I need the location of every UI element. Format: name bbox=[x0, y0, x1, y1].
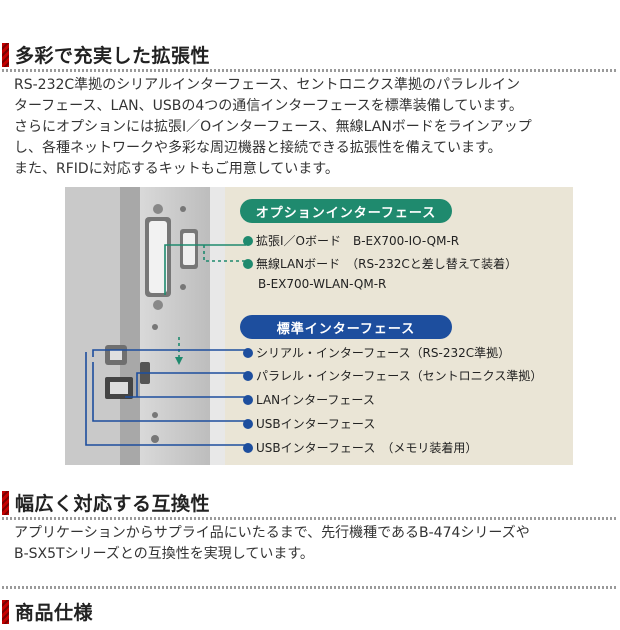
standard-item-lan: LANインターフェース bbox=[243, 391, 375, 408]
section-title: 幅広く対応する互換性 bbox=[15, 493, 211, 515]
section-heading-specs: 商品仕様 bbox=[2, 598, 93, 625]
standard-item-usb: USBインターフェース bbox=[243, 415, 375, 432]
standard-item-parallel: パラレル・インターフェース（セントロニクス準拠） bbox=[243, 367, 542, 384]
blue-bullet-icon bbox=[243, 418, 253, 429]
option-item-wlan-model: B-EX700-WLAN-QM-R bbox=[258, 277, 387, 291]
green-bullet-icon bbox=[243, 258, 253, 269]
section-title: 多彩で充実した拡張性 bbox=[15, 45, 211, 67]
heading-marker-icon bbox=[2, 599, 9, 624]
section-body-extensibility: RS-232C準拠のシリアルインターフェース、セントロニクス準拠のパラレルイン … bbox=[14, 75, 614, 180]
section-title: 商品仕様 bbox=[15, 602, 94, 624]
body-line: B-SX5Tシリーズとの互換性を実現しています。 bbox=[14, 546, 314, 562]
standard-item-label: USBインターフェース （メモリ装着用） bbox=[256, 441, 478, 455]
standard-item-serial: シリアル・インターフェース（RS-232C準拠） bbox=[243, 344, 510, 361]
body-line: し、各種ネットワークや多彩な周辺機器と接続できる拡張性を備えています。 bbox=[14, 140, 502, 156]
body-line: RS-232C準拠のシリアルインターフェース、セントロニクス準拠のパラレルイン bbox=[14, 77, 521, 93]
heading-marker-icon bbox=[2, 42, 9, 67]
standard-item-label: LANインターフェース bbox=[256, 393, 375, 407]
blue-bullet-icon bbox=[243, 442, 253, 453]
heading-marker-icon bbox=[2, 490, 9, 515]
body-line: ターフェース、LAN、USBの4つの通信インターフェースを標準装備しています。 bbox=[14, 98, 523, 114]
blue-bullet-icon bbox=[243, 370, 253, 381]
blue-bullet-icon bbox=[243, 394, 253, 405]
body-line: アプリケーションからサプライ品にいたるまで、先行機種であるB-474シリーズや bbox=[14, 525, 530, 541]
section-divider bbox=[2, 586, 616, 589]
standard-item-label: シリアル・インターフェース（RS-232C準拠） bbox=[256, 346, 511, 360]
option-interface-heading: オプションインターフェース bbox=[240, 199, 452, 223]
section-heading-extensibility: 多彩で充実した拡張性 bbox=[2, 41, 210, 68]
section-heading-compatibility: 幅広く対応する互換性 bbox=[2, 489, 210, 516]
blue-bullet-icon bbox=[243, 347, 253, 358]
option-item-label: 無線LANボード （RS-232Cと差し替えて装着） bbox=[256, 257, 518, 271]
standard-item-usb-memory: USBインターフェース （メモリ装着用） bbox=[243, 439, 477, 456]
section-divider bbox=[2, 69, 616, 72]
body-line: また、RFIDに対応するキットもご用意しています。 bbox=[14, 161, 339, 177]
interface-diagram: オプションインターフェース 拡張I／Oボード B-EX700-IO-QM-R 無… bbox=[65, 187, 573, 465]
printer-rear-panel-illustration bbox=[65, 187, 246, 465]
standard-item-label: USBインターフェース bbox=[256, 417, 376, 431]
option-item-io-board: 拡張I／Oボード B-EX700-IO-QM-R bbox=[243, 232, 459, 249]
option-item-label: 拡張I／Oボード B-EX700-IO-QM-R bbox=[256, 234, 460, 248]
section-divider bbox=[2, 517, 616, 520]
green-bullet-icon bbox=[243, 235, 253, 246]
section-body-compatibility: アプリケーションからサプライ品にいたるまで、先行機種であるB-474シリーズや … bbox=[14, 523, 614, 565]
standard-item-label: パラレル・インターフェース（セントロニクス準拠） bbox=[256, 369, 543, 383]
body-line: さらにオプションには拡張I／Oインターフェース、無線LANボードをラインアップ bbox=[14, 119, 532, 135]
standard-interface-heading: 標準インターフェース bbox=[240, 315, 452, 339]
option-item-wlan-board: 無線LANボード （RS-232Cと差し替えて装着） bbox=[243, 255, 517, 272]
